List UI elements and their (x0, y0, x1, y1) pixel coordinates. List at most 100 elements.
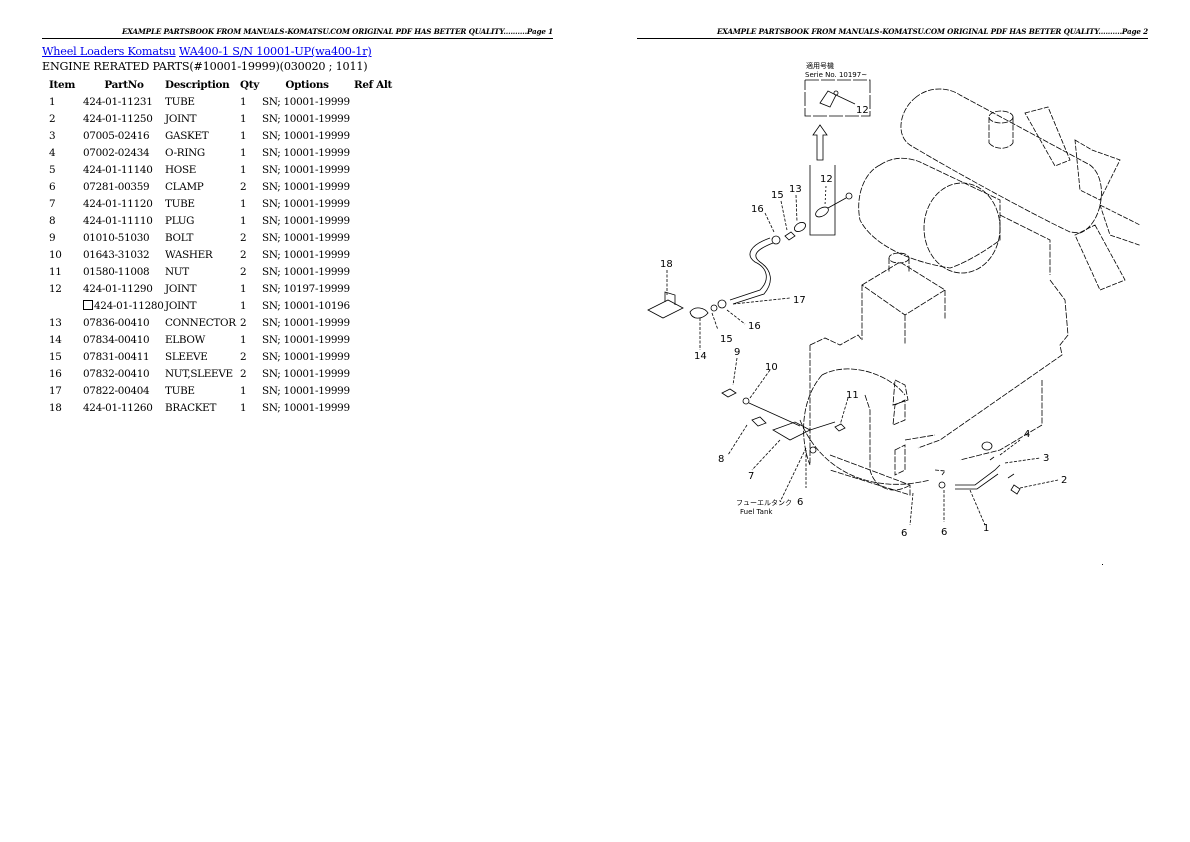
ref-alt (354, 365, 394, 382)
quantity: 1 (240, 214, 247, 227)
table-header-row: Item PartNo Description Qty Options Ref … (44, 76, 394, 93)
description: HOSE (165, 163, 197, 176)
ref-alt (354, 263, 394, 280)
part-number: 424-01-11260 (83, 401, 153, 414)
table-row: 12 424-01-11290 JOINT 1 SN; 10197-19999 (44, 280, 394, 297)
item-number: 9 (49, 231, 56, 244)
description: CLAMP (165, 180, 204, 193)
description: JOINT (165, 112, 197, 125)
quantity: 2 (240, 367, 247, 380)
ref-alt (354, 246, 394, 263)
options: SN; 10001-19999 (262, 248, 350, 261)
quantity: 1 (240, 384, 247, 397)
svg-text:フューエルタンク: フューエルタンク (736, 498, 792, 507)
svg-text:6: 6 (901, 528, 907, 539)
quantity: 1 (240, 112, 247, 125)
part-number: 07836-00410 (83, 316, 150, 329)
page-title: ENGINE RERATED PARTS(#10001-19999)(03002… (42, 60, 368, 73)
item-number: 12 (49, 282, 62, 295)
part-number: 424-01-11231 (83, 95, 153, 108)
item-number: 4 (49, 146, 56, 159)
options: SN; 10001-19999 (262, 95, 350, 108)
svg-text:12: 12 (820, 174, 833, 185)
options: SN; 10001-19999 (262, 231, 350, 244)
quantity: 1 (240, 333, 247, 346)
description: TUBE (165, 197, 195, 210)
description: SLEEVE (165, 350, 208, 363)
item-number: 16 (49, 367, 62, 380)
air-cleaner (900, 88, 1102, 234)
parts-table: Item PartNo Description Qty Options Ref … (44, 76, 394, 416)
options: SN; 10197-19999 (262, 282, 350, 295)
quantity: 2 (240, 265, 247, 278)
part-number: 424-01-11290 (83, 282, 153, 295)
ref-alt (354, 297, 394, 314)
ref-alt (354, 229, 394, 246)
svg-text:8: 8 (718, 454, 724, 465)
description: JOINT (165, 282, 197, 295)
ref-alt (354, 348, 394, 365)
item-number (44, 297, 83, 314)
ref-alt (354, 161, 394, 178)
ref-alt (354, 110, 394, 127)
description: O-RING (165, 146, 205, 159)
link-model[interactable]: WA400-1 S/N 10001-UP(wa400-1r) (179, 45, 372, 58)
fuel-tube-assembly (647, 222, 806, 319)
part-number: 07281-00359 (83, 180, 150, 193)
part-number: 07832-00410 (83, 367, 150, 380)
joint-box: 12 (809, 165, 853, 236)
svg-text:6: 6 (797, 497, 803, 508)
svg-text:6: 6 (941, 527, 947, 538)
page-header: EXAMPLE PARTSBOOK FROM MANUALS-KOMATSU.C… (637, 26, 1148, 39)
quantity: 1 (240, 282, 247, 295)
engine-block (799, 279, 1069, 496)
svg-text:15: 15 (771, 190, 784, 201)
options: SN; 10001-19999 (262, 401, 350, 414)
svg-text:10: 10 (765, 362, 778, 373)
svg-text:3: 3 (1043, 453, 1049, 464)
description: JOINT (165, 299, 197, 312)
part-number: 424-01-11140 (83, 163, 153, 176)
part-number: 07005-02416 (83, 129, 150, 142)
inset-serial-detail: 適用号機 Serie No. 10197~ 12 (804, 61, 871, 161)
col-partno: PartNo (104, 78, 144, 91)
options: SN; 10001-19999 (262, 384, 350, 397)
svg-text:17: 17 (793, 295, 806, 306)
options: SN; 10001-19999 (262, 265, 350, 278)
part-number: 01643-31032 (83, 248, 150, 261)
svg-text:7: 7 (748, 471, 754, 482)
svg-text:18: 18 (660, 259, 673, 270)
options: SN; 10001-19999 (262, 367, 350, 380)
options: SN; 10001-19999 (262, 146, 350, 159)
col-options: Options (285, 78, 329, 91)
item-number: 8 (49, 214, 56, 227)
svg-text:Serie No. 10197~: Serie No. 10197~ (805, 71, 867, 79)
item-number: 14 (49, 333, 62, 346)
options: SN; 10001-19999 (262, 112, 350, 125)
ref-alt (354, 93, 394, 110)
quantity: 2 (240, 231, 247, 244)
description: CONNECTOR (165, 316, 236, 329)
options: SN; 10001-19999 (262, 350, 350, 363)
ref-alt (354, 195, 394, 212)
quantity: 1 (240, 129, 247, 142)
ref-alt (354, 399, 394, 416)
ref-alt (354, 331, 394, 348)
item-number: 15 (49, 350, 62, 363)
quantity: 1 (240, 401, 247, 414)
quantity: 2 (240, 316, 247, 329)
description: NUT,SLEEVE (165, 367, 233, 380)
link-wheel-loaders[interactable]: Wheel Loaders Komatsu (42, 45, 176, 58)
part-number: 07834-00410 (83, 333, 150, 346)
description: TUBE (165, 384, 195, 397)
page-header: EXAMPLE PARTSBOOK FROM MANUALS-KOMATSU.C… (42, 26, 553, 39)
part-number: 07002-02434 (83, 146, 150, 159)
